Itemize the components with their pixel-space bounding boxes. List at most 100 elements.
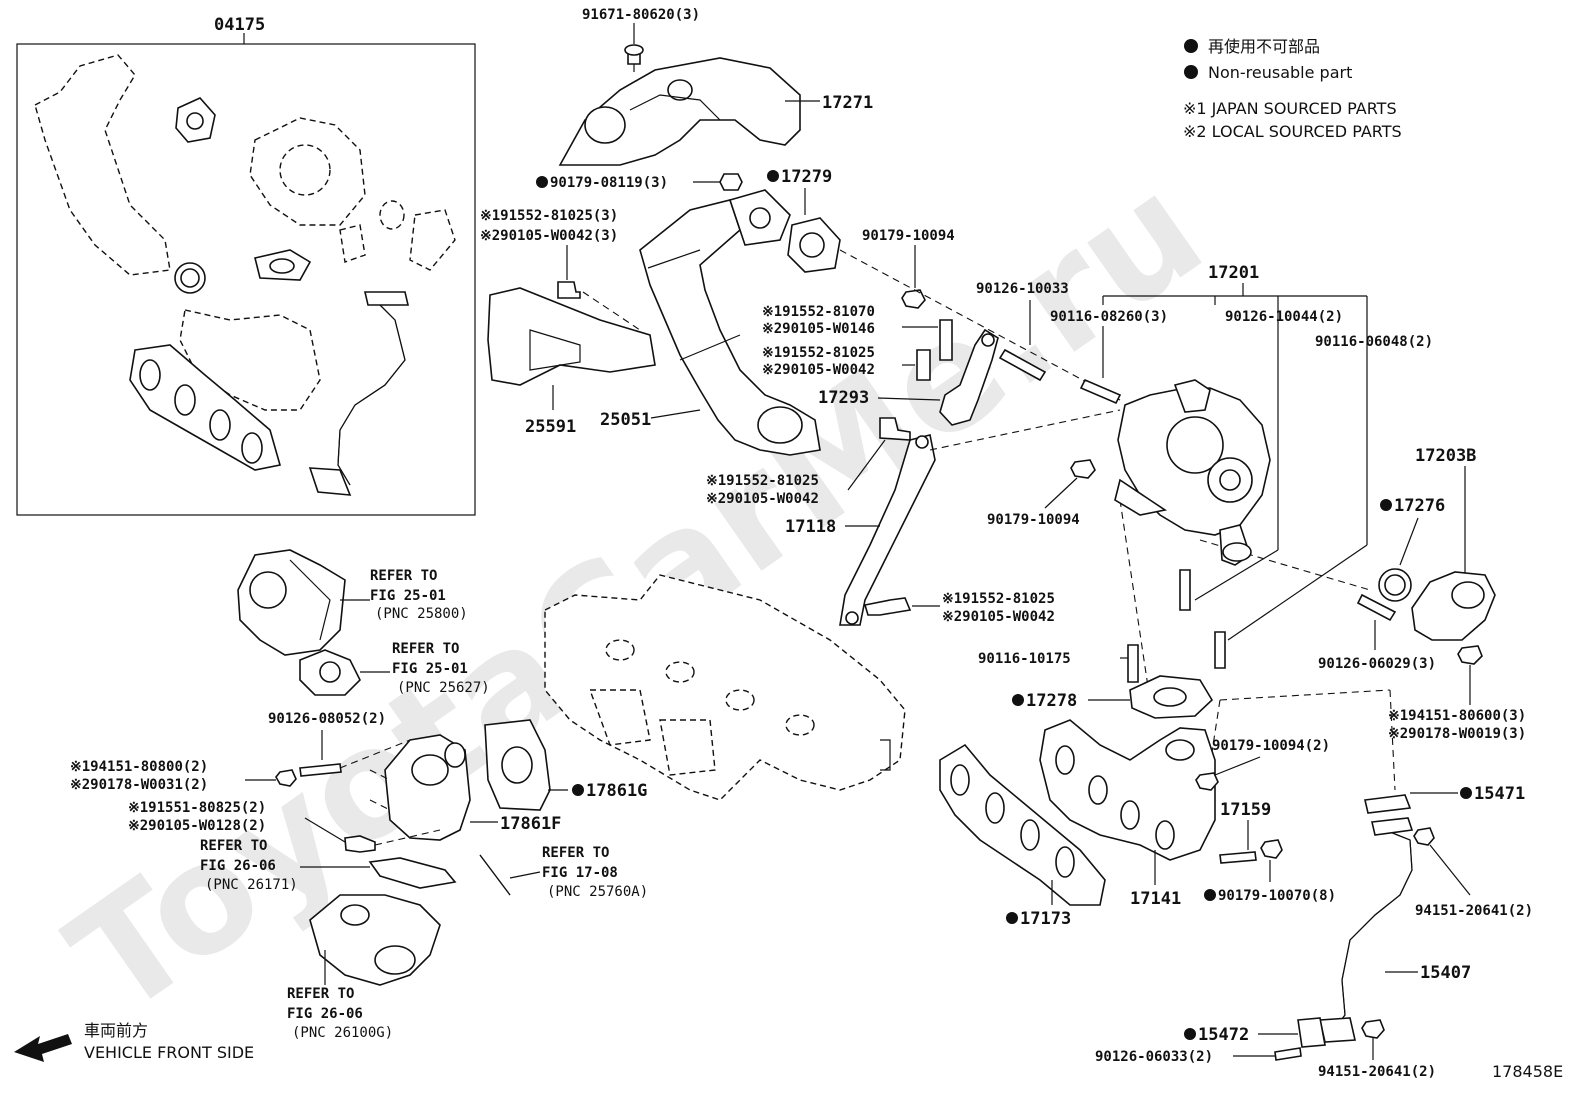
nut-194151-80800 — [275, 769, 297, 787]
catalytic-converter-25051 — [639, 189, 821, 456]
gasket-15471 — [1364, 794, 1412, 814]
vehicle-front-indicator: 車両前方 VEHICLE FRONT SIDE — [14, 1021, 254, 1062]
legend-nonreusable-jp: 再使用不可部品 — [1208, 37, 1320, 56]
label-25051[interactable]: 25051 — [600, 410, 651, 430]
refer-fig-26-06-b[interactable]: REFER TO FIG 26-06 (PNC 26100G) — [287, 894, 441, 1041]
heat-insulator-17271 — [558, 23, 820, 166]
label-90116-08260[interactable]: 90116-08260(3) — [1050, 309, 1168, 325]
label-90179-10094-c[interactable]: 90179-10094(2) — [1212, 738, 1330, 754]
label-290105-w0128[interactable]: ※290105-W0128(2) — [128, 818, 266, 834]
bolt-17118-top — [879, 417, 911, 441]
label-290178-w0031[interactable]: ※290178-W0031(2) — [70, 777, 208, 793]
label-90116-10175[interactable]: 90116-10175 — [978, 651, 1071, 667]
figure-id: 178458E — [1492, 1062, 1563, 1081]
label-191552-81070[interactable]: ※191552-81070 — [762, 304, 875, 320]
label-290105-w0042-c[interactable]: ※290105-W0042 — [706, 491, 819, 507]
label-191552-81025-d[interactable]: ※191552-81025 — [942, 591, 1055, 607]
ref-1708-line3: (PNC 25760A) — [547, 884, 648, 900]
front-arrow-icon — [14, 1034, 72, 1062]
label-17276[interactable]: 17276 — [1394, 496, 1445, 516]
gasket-15472 — [1297, 1017, 1326, 1048]
label-290178-w0019[interactable]: ※290178-W0019(3) — [1388, 726, 1526, 742]
ref-2501b-line1: REFER TO — [392, 641, 459, 657]
ref-2501a-line2: FIG 25-01 — [370, 588, 446, 604]
label-15471[interactable]: 15471 — [1474, 784, 1525, 804]
label-90179-08119[interactable]: 90179-08119(3) — [550, 175, 668, 191]
label-17159[interactable]: 17159 — [1220, 800, 1271, 820]
label-17278[interactable]: 17278 — [1026, 691, 1077, 711]
label-04175[interactable]: 04175 — [214, 15, 265, 35]
label-90126-08052[interactable]: 90126-08052(2) — [268, 711, 386, 727]
label-90126-10033[interactable]: 90126-10033 — [976, 281, 1069, 297]
ref-2606a-line3: (PNC 26171) — [205, 877, 298, 893]
label-91671-80620[interactable]: 91671-80620(3) — [582, 7, 700, 23]
label-290105-w0146[interactable]: ※290105-W0146 — [762, 321, 875, 337]
label-94151-20641-a[interactable]: 94151-20641(2) — [1415, 903, 1533, 919]
oil-tube-15407 — [1319, 817, 1414, 1043]
label-17118[interactable]: 17118 — [785, 517, 836, 537]
label-17141[interactable]: 17141 — [1130, 889, 1181, 909]
nut-90179-10094-b — [1070, 459, 1096, 479]
nonreusable-dot-17276 — [1380, 499, 1392, 511]
ref-2606a-line2: FIG 26-06 — [200, 858, 276, 874]
label-290105-w0042-d[interactable]: ※290105-W0042 — [942, 609, 1055, 625]
label-290105-w0042-b[interactable]: ※290105-W0042 — [762, 362, 875, 378]
label-17173[interactable]: 17173 — [1020, 909, 1071, 929]
label-15472[interactable]: 15472 — [1198, 1025, 1249, 1045]
label-15407[interactable]: 15407 — [1420, 963, 1471, 983]
refer-fig-26-06-a[interactable]: REFER TO FIG 26-06 (PNC 26171) — [200, 838, 457, 893]
legend-note-local: ※2 LOCAL SOURCED PARTS — [1183, 122, 1402, 141]
label-17203b[interactable]: 17203B — [1415, 446, 1476, 466]
label-290105-w0042-3[interactable]: ※290105-W0042(3) — [480, 228, 618, 244]
nonreusable-dot-15471 — [1460, 787, 1472, 799]
refer-fig-17-08[interactable]: REFER TO FIG 17-08 (PNC 25760A) — [479, 845, 648, 900]
label-17861f[interactable]: 17861F — [500, 814, 561, 834]
label-191552-81025-c[interactable]: ※191552-81025 — [706, 473, 819, 489]
bracket-25591 — [487, 287, 656, 386]
ref-2606b-line1: REFER TO — [287, 986, 354, 1002]
nonreusable-dot-17278 — [1012, 694, 1024, 706]
ref-2606a-line1: REFER TO — [200, 838, 267, 854]
front-label-jp: 車両前方 — [84, 1021, 148, 1040]
label-94151-20641-b[interactable]: 94151-20641(2) — [1318, 1064, 1436, 1080]
label-17201[interactable]: 17201 — [1208, 263, 1259, 283]
bracket-17293 — [939, 328, 999, 426]
label-17861g[interactable]: 17861G — [586, 781, 647, 801]
label-17279[interactable]: 17279 — [781, 167, 832, 187]
nonreusable-dot-17173 — [1006, 912, 1018, 924]
nut-90179-10070 — [1260, 839, 1283, 859]
nut-90179-10094-a — [901, 289, 926, 309]
label-90126-06029[interactable]: 90126-06029(3) — [1318, 656, 1436, 672]
refer-fig-25-01-a[interactable]: REFER TO FIG 25-01 (PNC 25800) — [237, 549, 468, 656]
label-17271[interactable]: 17271 — [822, 93, 873, 113]
label-90116-06048[interactable]: 90116-06048(2) — [1315, 334, 1433, 350]
label-191552-81025-b[interactable]: ※191552-81025 — [762, 345, 875, 361]
kit-exhaust-manifold — [179, 309, 321, 411]
bolt-191551-80825 — [344, 835, 376, 853]
label-17293[interactable]: 17293 — [818, 388, 869, 408]
ref-2501b-line2: FIG 25-01 — [392, 661, 468, 677]
label-191551-80825[interactable]: ※191551-80825(2) — [128, 800, 266, 816]
stay-17118 — [839, 434, 936, 626]
ref-2606b-line3: (PNC 26100G) — [292, 1025, 393, 1041]
bolt-191552-81025-b — [916, 349, 931, 381]
refer-fig-25-01-b[interactable]: REFER TO FIG 25-01 (PNC 25627) — [299, 641, 490, 696]
label-90126-06033[interactable]: 90126-06033(2) — [1095, 1049, 1213, 1065]
stud-17159 — [1219, 851, 1257, 864]
label-90179-10070[interactable]: 90179-10070(8) — [1218, 888, 1336, 904]
label-90179-10094-a[interactable]: 90179-10094 — [862, 228, 955, 244]
nut-90179-08119 — [719, 173, 743, 191]
label-194151-80600[interactable]: ※194151-80600(3) — [1388, 708, 1526, 724]
nonreusable-dot-90179-10070 — [1204, 889, 1216, 901]
nonreusable-dot-17861g — [572, 784, 584, 796]
stud-90126-10033 — [998, 348, 1047, 382]
label-194151-80800[interactable]: ※194151-80800(2) — [70, 759, 208, 775]
kit-box-04175: 04175 — [16, 15, 476, 516]
label-191552-81025-3[interactable]: ※191552-81025(3) — [480, 208, 618, 224]
label-90126-10044[interactable]: 90126-10044(2) — [1225, 309, 1343, 325]
bolt-17118-bottom — [863, 597, 912, 616]
ref-2606b-line2: FIG 26-06 — [287, 1006, 363, 1022]
label-25591[interactable]: 25591 — [525, 417, 576, 437]
front-label-en: VEHICLE FRONT SIDE — [84, 1043, 254, 1062]
label-90179-10094-b[interactable]: 90179-10094 — [987, 512, 1080, 528]
